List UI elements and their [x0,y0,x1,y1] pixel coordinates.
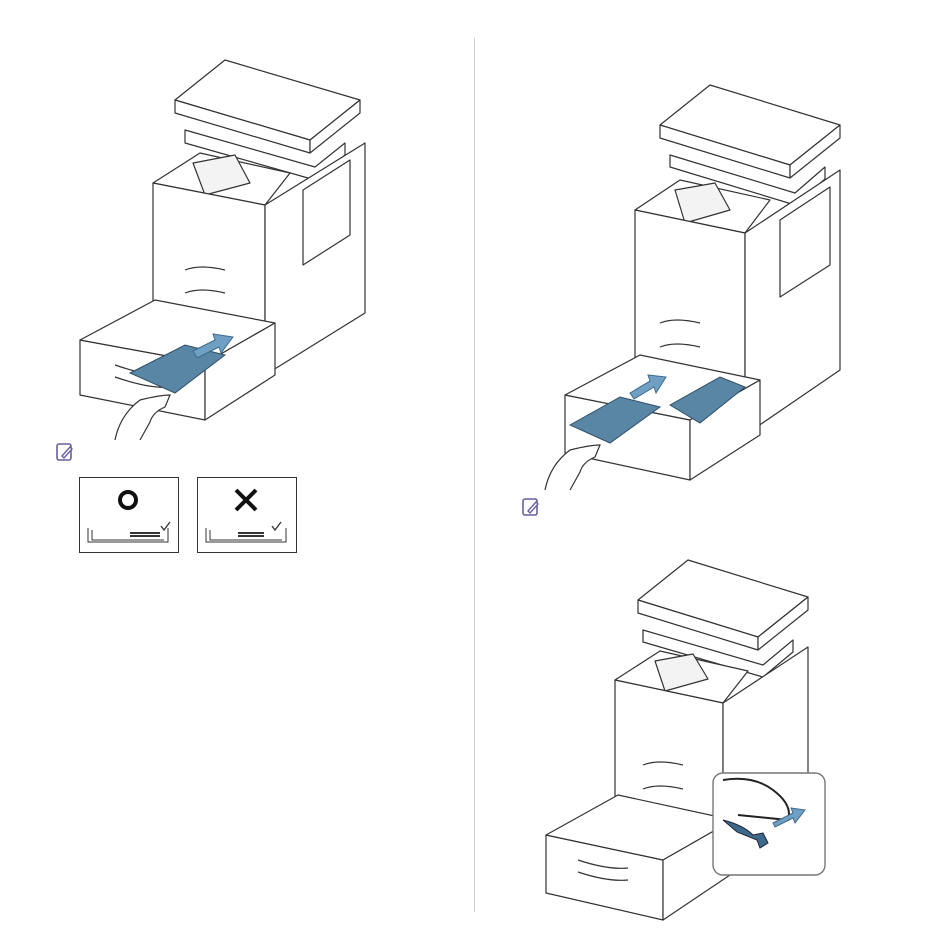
note-icon [55,442,75,462]
printer-illustration-left [75,55,375,440]
correct-loading-example: O [79,477,179,553]
printer-illustration-right-bottom [543,555,843,925]
column-divider [474,38,475,912]
incorrect-loading-example: X [197,477,297,553]
note-icon-right [521,497,541,517]
printer-illustration-right-top [540,75,850,495]
